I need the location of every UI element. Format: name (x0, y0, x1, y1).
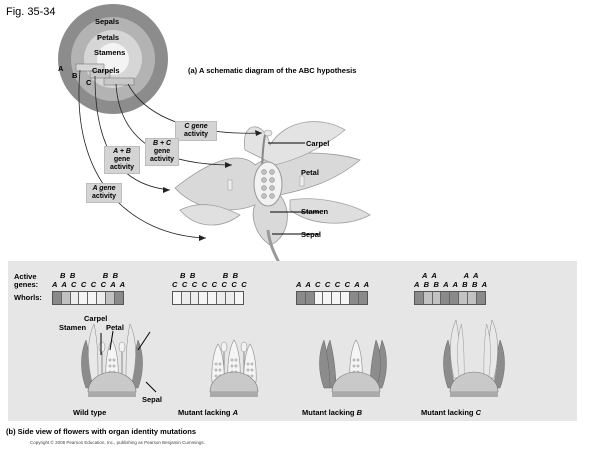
flower-lacking-b (320, 340, 387, 397)
caption-text: Wild type (73, 408, 106, 417)
caption-wild-type: Wild type (73, 408, 106, 417)
wt-label-petal: Petal (106, 323, 124, 332)
wt-label-stamen: Stamen (59, 323, 86, 332)
copyright: Copyright © 2008 Pearson Education, Inc.… (30, 440, 205, 445)
caption-text: Mutant lacking (302, 408, 357, 417)
caption-lacking-c: Mutant lacking C (421, 408, 481, 417)
caption-gene: B (357, 408, 362, 417)
wt-label-carpel: Carpel (84, 314, 107, 323)
caption-text: Mutant lacking (178, 408, 233, 417)
caption-lacking-b: Mutant lacking B (302, 408, 362, 417)
caption-gene: C (476, 408, 481, 417)
caption-lacking-a: Mutant lacking A (178, 408, 238, 417)
part-b-caption: (b) Side view of flowers with organ iden… (6, 427, 196, 436)
caption-text: Mutant lacking (421, 408, 476, 417)
flower-lacking-a (210, 340, 258, 397)
wt-label-sepal: Sepal (142, 395, 162, 404)
flower-lacking-c (444, 320, 505, 397)
caption-gene: A (233, 408, 238, 417)
